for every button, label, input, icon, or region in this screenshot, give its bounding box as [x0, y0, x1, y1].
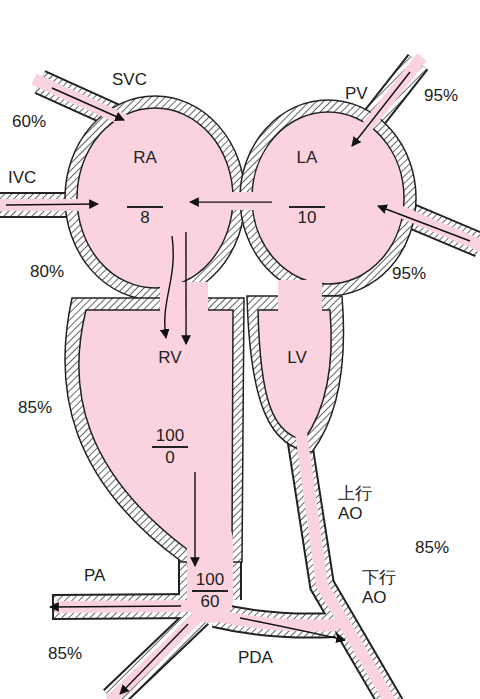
- heart-drawing-part: [50, 606, 181, 607]
- saturation: 85%: [48, 644, 82, 664]
- saturation: 60%: [12, 112, 46, 132]
- saturation: 85%: [18, 398, 52, 418]
- vessel-name: IVC: [8, 168, 36, 188]
- chamber-name: LA: [289, 148, 325, 168]
- heart-drawing-part: [215, 615, 335, 626]
- heart-wall: [65, 96, 416, 562]
- heart-drawing-part: [65, 96, 245, 300]
- saturation: 95%: [392, 264, 426, 284]
- heart-chamber: [77, 108, 404, 550]
- heart-drawing-part: [178, 540, 242, 600]
- vessel-name: PV: [345, 84, 368, 104]
- heart-drawing-part: [187, 540, 233, 600]
- heart-drawing-part: [52, 88, 124, 120]
- vessel-name: PA: [84, 566, 105, 586]
- pressure-reading: 10060: [187, 566, 233, 616]
- vessel-outline: [0, 62, 480, 699]
- pressure-value: 100: [152, 426, 188, 448]
- chamber-name: RV: [152, 348, 188, 368]
- saturation: 85%: [415, 538, 449, 558]
- pressure-value: 100: [192, 570, 228, 592]
- flow-connector: [185, 232, 187, 344]
- heart-drawing-part: [258, 310, 331, 440]
- heart-drawing-part: [226, 192, 260, 210]
- heart-drawing-part: [300, 425, 395, 699]
- flow-connector: [194, 472, 195, 566]
- heart-drawing-part: [77, 108, 233, 288]
- vessel-name: 上行 AO: [338, 484, 376, 524]
- saturation: 80%: [30, 262, 64, 282]
- pressure-value: 0: [152, 448, 188, 468]
- pressure-value: LV: [279, 348, 315, 368]
- heart-drawing-part: [240, 618, 345, 640]
- heart-drawing-part: [278, 280, 322, 314]
- heart-drawing-part: [6, 204, 98, 205]
- heart-drawing-part: [378, 206, 470, 241]
- saturation: 95%: [424, 86, 458, 106]
- vessel-name: PDA: [238, 648, 273, 668]
- pressure-value: 8: [127, 206, 163, 228]
- chamber-name: RA: [127, 148, 163, 168]
- pressure-value: 10: [289, 206, 325, 228]
- pressure-value: 60: [192, 592, 228, 612]
- ventricle-chamber: LV: [270, 344, 324, 372]
- heart-drawing-part: [110, 615, 200, 699]
- heart-drawing-part: [345, 57, 422, 155]
- heart-drawing-part: [240, 100, 416, 296]
- heart-drawing-part: [215, 615, 335, 626]
- heart-drawing-part: [215, 615, 335, 626]
- heart-drawing-part: [165, 236, 173, 338]
- heart-drawing-part: [120, 624, 188, 694]
- flow-arrow: [6, 72, 470, 694]
- atrium-chamber: RA 8: [100, 144, 190, 232]
- vessel-wall: [0, 62, 480, 699]
- heart-drawing-part: [180, 540, 240, 600]
- heart-drawing-part: [252, 112, 404, 284]
- ventricle-chamber: RV 1000: [135, 344, 205, 472]
- vessel-name: 下行 AO: [362, 568, 400, 608]
- vessel-lumen: [0, 57, 480, 699]
- atrium-chamber: LA 10: [272, 144, 342, 232]
- heart-drawing-part: [79, 310, 233, 550]
- vessel-name: SVC: [112, 70, 147, 90]
- heart-drawing-part: [352, 72, 410, 146]
- flow-connector: [190, 201, 272, 202]
